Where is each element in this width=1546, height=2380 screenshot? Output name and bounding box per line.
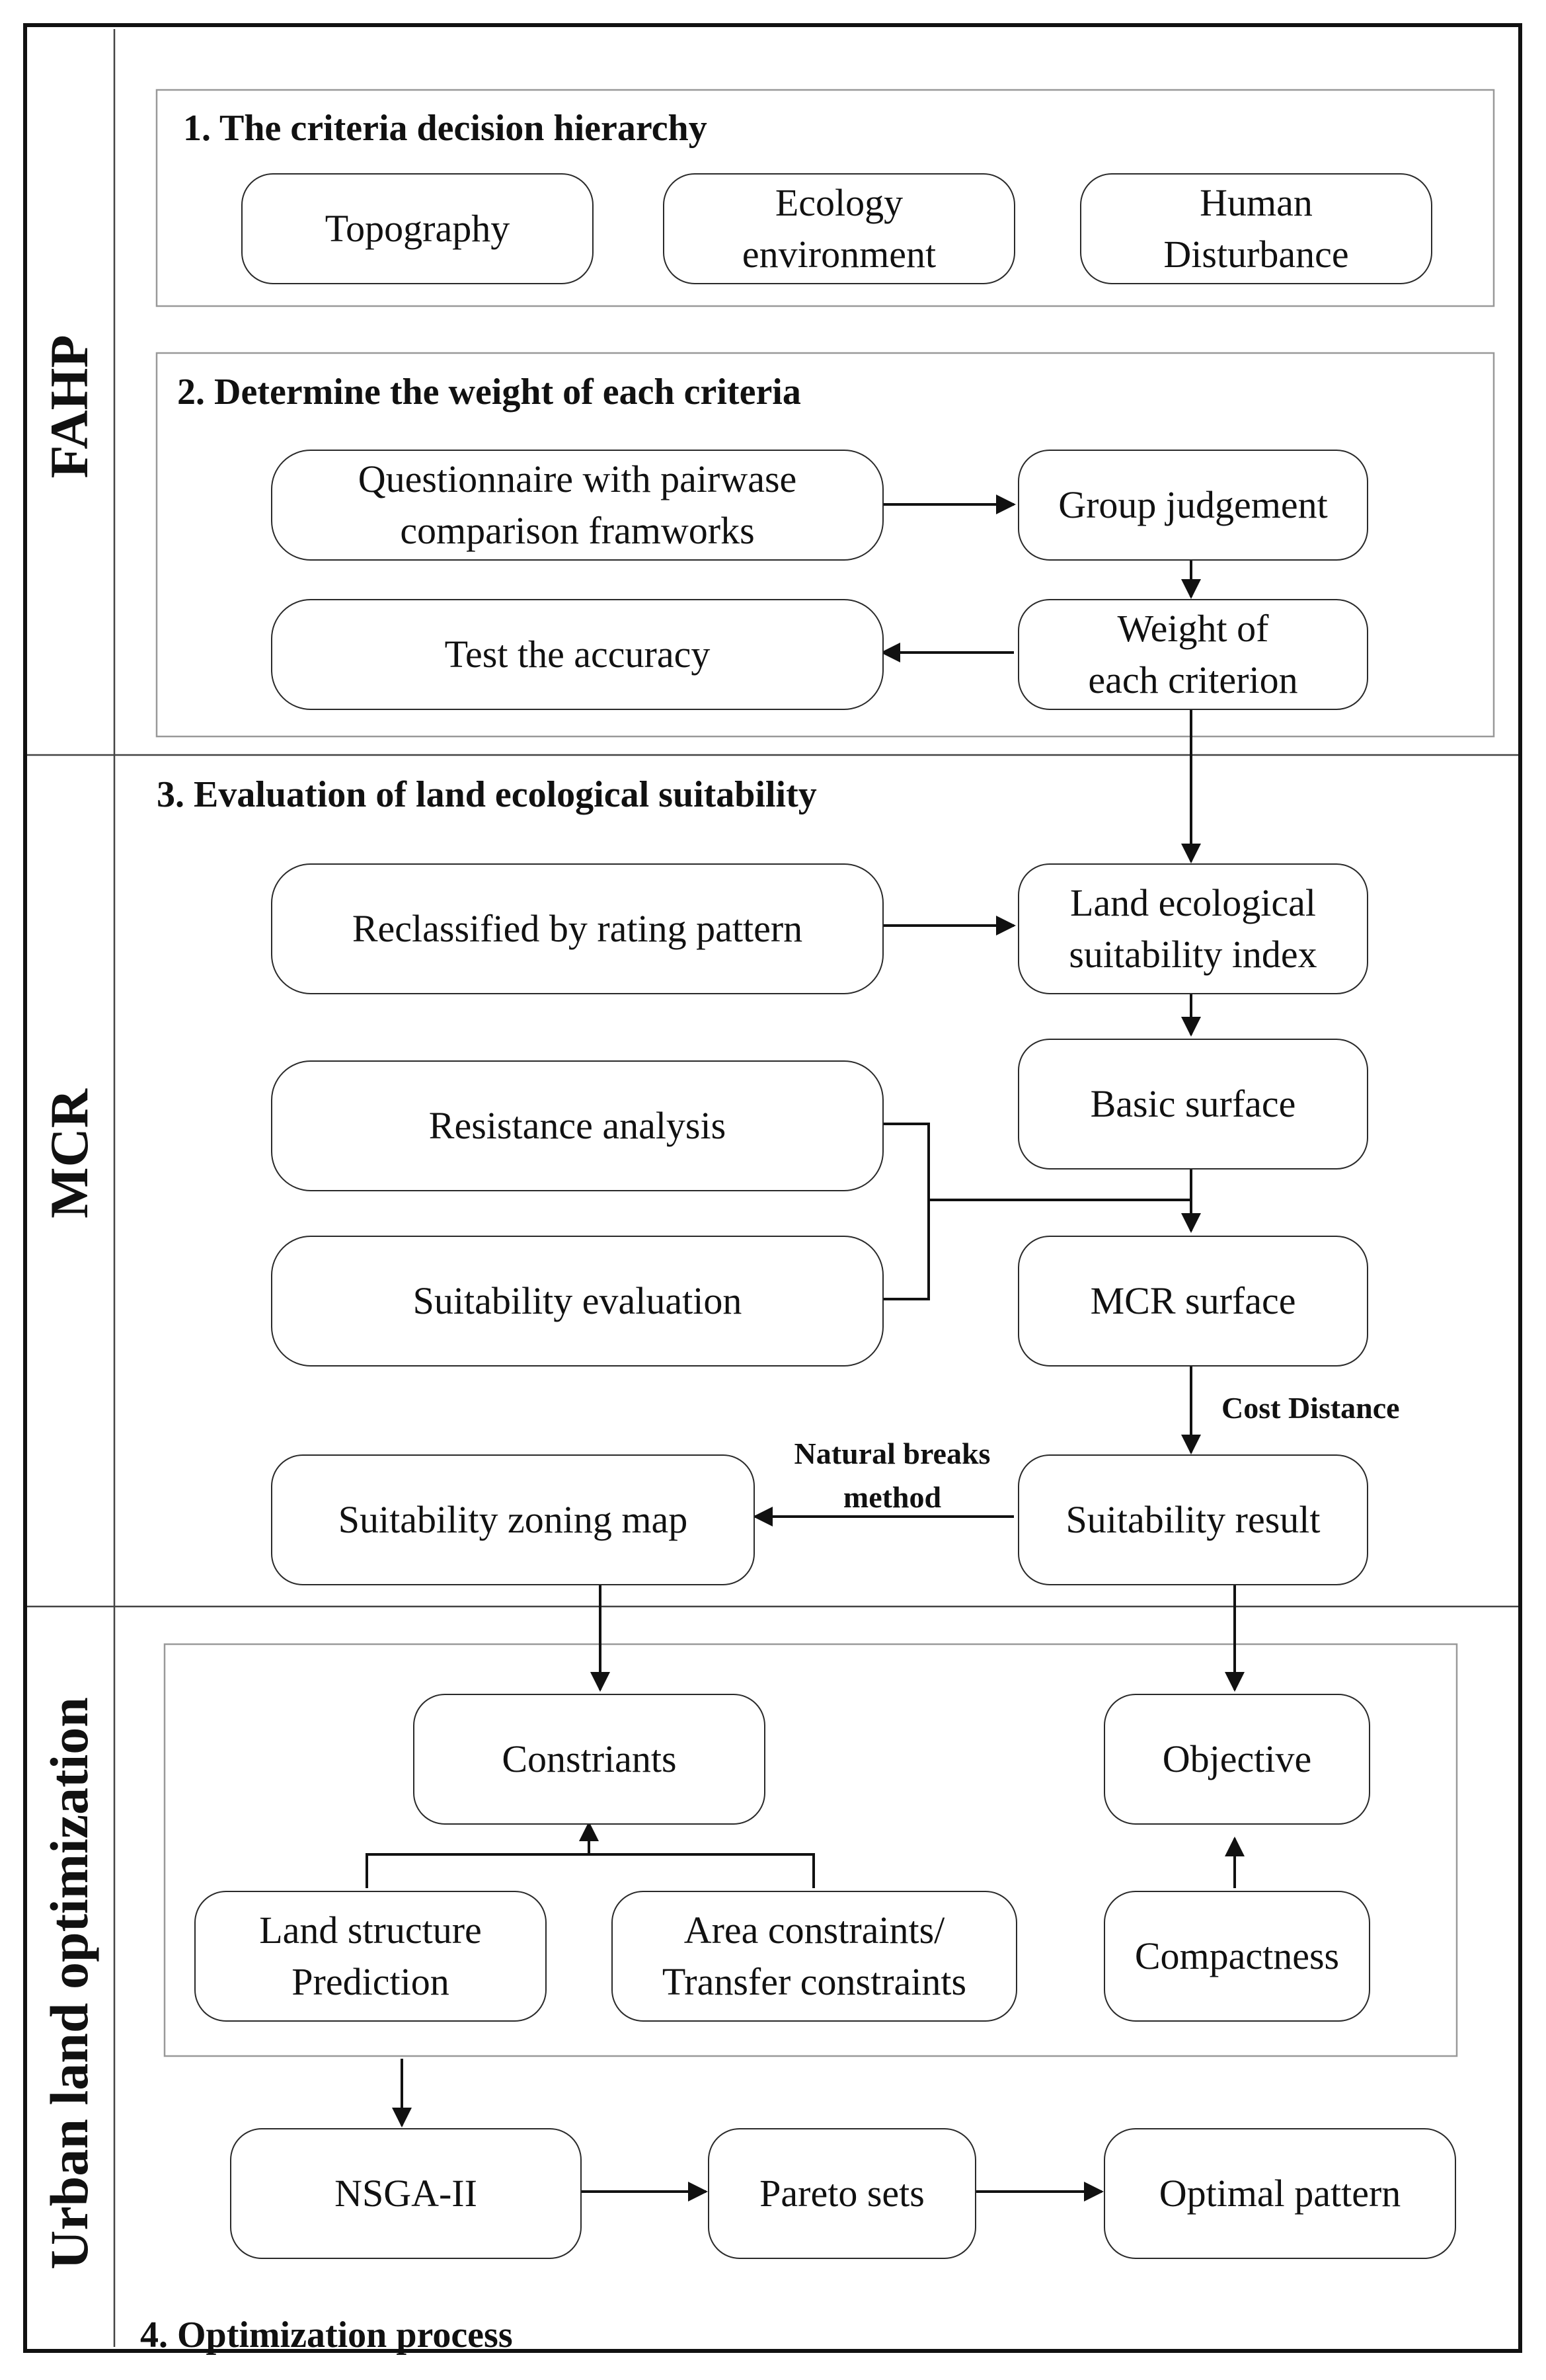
node-mcr-surface: MCR surface (1018, 1236, 1368, 1367)
node-suitability-result: Suitability result (1018, 1454, 1368, 1585)
heading-optimization-process: 4. Optimization process (140, 2315, 513, 2356)
heading-determine-weight: 2. Determine the weight of each criteria (177, 372, 801, 413)
node-optimal-pattern: Optimal pattern (1104, 2128, 1456, 2259)
node-pareto-sets: Pareto sets (708, 2128, 976, 2259)
section-label-fahp: FAHP (39, 335, 99, 479)
node-constraints: Constriants (413, 1694, 765, 1825)
panel-weight-determination (155, 352, 1495, 738)
node-land-ecological-suitability-index: Land ecological suitability index (1018, 863, 1368, 994)
node-test-accuracy: Test the accuracy (271, 599, 884, 710)
node-land-structure-prediction: Land structure Prediction (194, 1891, 547, 2022)
node-reclassified: Reclassified by rating pattern (271, 863, 884, 994)
section-label-urban: Urban land optimization (39, 1697, 99, 2270)
panel-criteria-hierarchy (155, 89, 1495, 307)
label-cost-distance: Cost Distance (1221, 1391, 1400, 1425)
label-natural-breaks-method: Natural breaks method (794, 1437, 991, 1514)
panel-optimization-inputs (163, 1643, 1458, 2057)
node-compactness: Compactness (1104, 1891, 1370, 2022)
outer-frame (23, 23, 1522, 2353)
node-ecology-environment: Ecology environment (663, 173, 1015, 284)
node-nsga-ii: NSGA-II (230, 2128, 582, 2259)
connector-resistance (880, 1123, 930, 1300)
node-weight-of-criterion: Weight of each criterion (1018, 599, 1368, 710)
node-area-transfer-constraints: Area constraints/ Transfer constraints (611, 1891, 1017, 2022)
node-group-judgement: Group judgement (1018, 450, 1368, 561)
node-topography: Topography (241, 173, 594, 284)
node-questionnaire: Questionnaire with pairwase comparison f… (271, 450, 884, 561)
node-basic-surface: Basic surface (1018, 1039, 1368, 1170)
connector-structure-area (366, 1853, 815, 1888)
node-suitability-zoning-map: Suitability zoning map (271, 1454, 755, 1585)
heading-criteria-hierarchy: 1. The criteria decision hierarchy (183, 108, 707, 149)
section-label-mcr: MCR (39, 1089, 99, 1218)
node-human-disturbance: Human Disturbance (1080, 173, 1432, 284)
node-suitability-evaluation: Suitability evaluation (271, 1236, 884, 1367)
node-resistance-analysis: Resistance analysis (271, 1060, 884, 1191)
heading-evaluation: 3. Evaluation of land ecological suitabi… (157, 774, 817, 815)
node-objective: Objective (1104, 1694, 1370, 1825)
